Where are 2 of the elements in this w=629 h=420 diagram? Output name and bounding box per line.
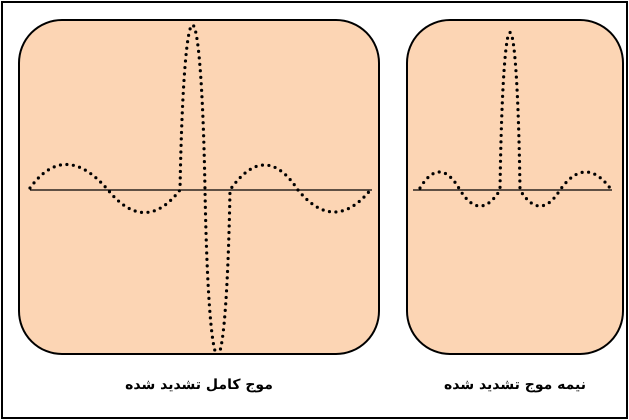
waveform-caption: نیمه موج تشدید شده — [442, 377, 588, 393]
waveform-caption: موج کامل تشدید شده — [124, 377, 274, 393]
